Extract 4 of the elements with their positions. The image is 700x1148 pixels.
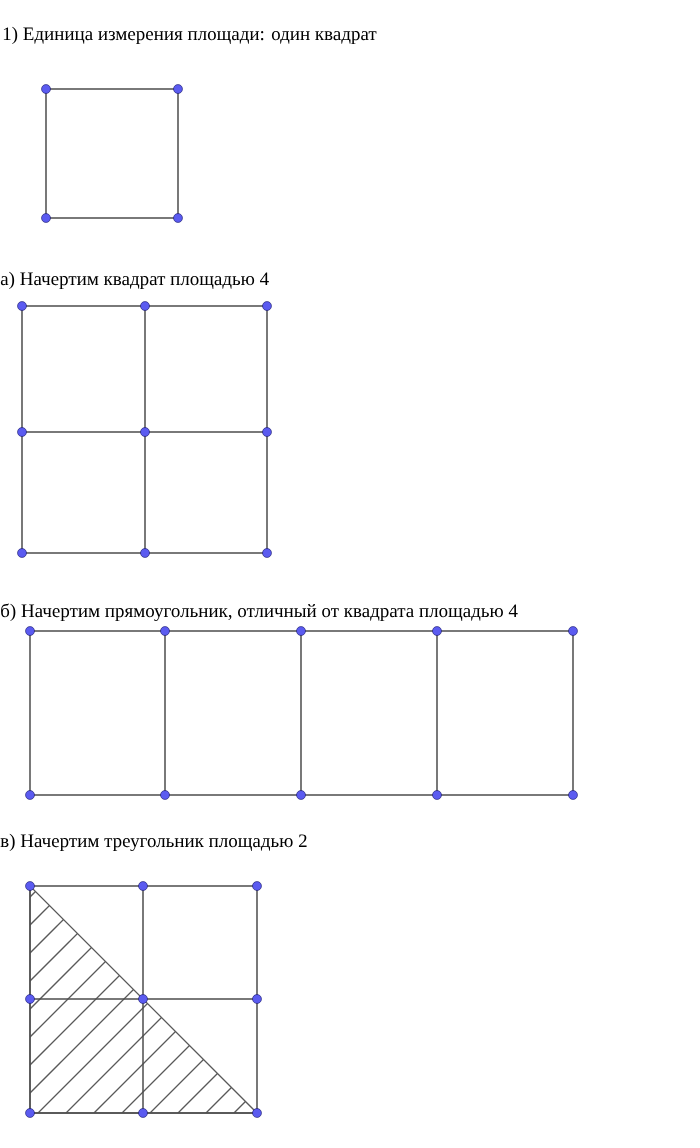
heading-text: в) Начертим треугольник площадью 2 bbox=[0, 833, 307, 852]
heading-text: б) Начертим прямоугольник, отличный от квадрата площадью 4 bbox=[1, 603, 518, 622]
heading-text: 1) Единица измерения площади: один квадрат bbox=[3, 26, 377, 45]
heading-text: а) Начертим квадрат площадью 4 bbox=[0, 271, 269, 290]
